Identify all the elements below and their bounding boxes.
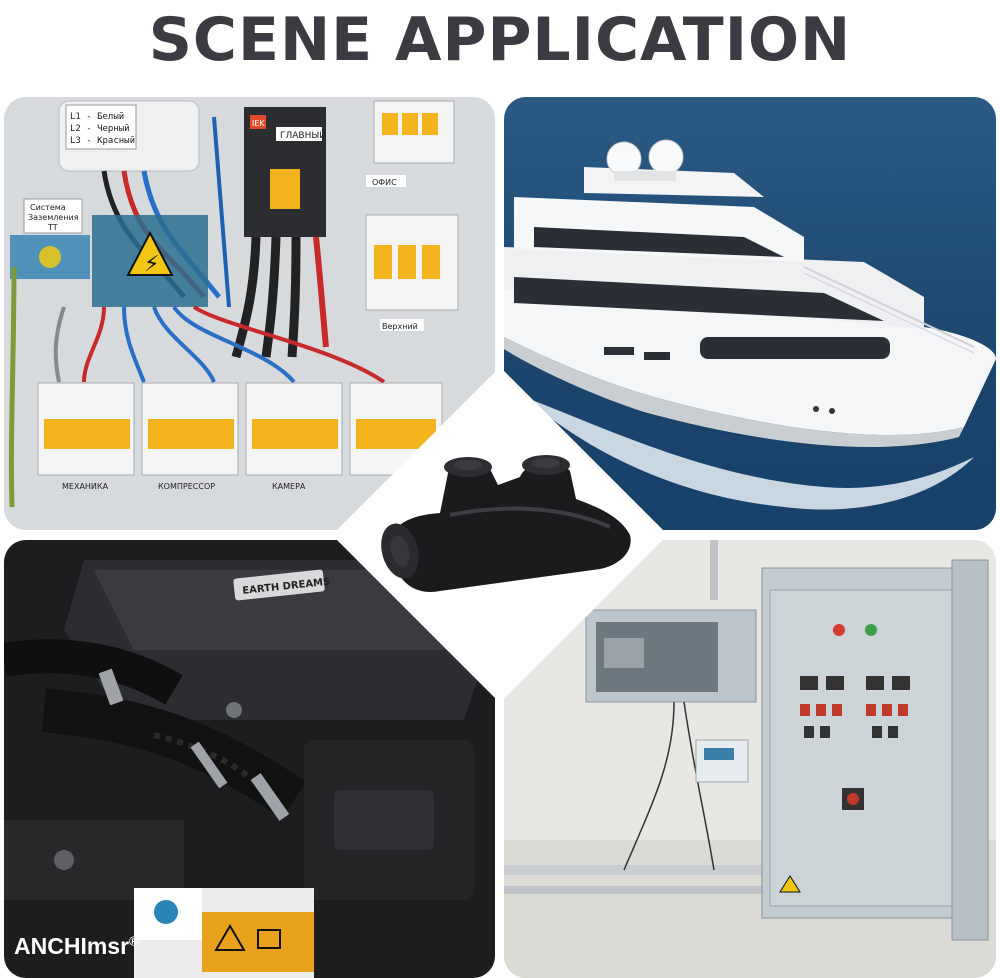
main-label: ГЛАВНЫЙ xyxy=(280,129,326,141)
yacht-photo xyxy=(504,97,996,530)
brand-logo: ANCHImsr® xyxy=(14,933,139,960)
electrical-panel-photo: L1 - Белый L2 - Черный L3 - Красный Сист… xyxy=(4,97,495,530)
connector-product-image xyxy=(330,365,670,705)
main-breaker-brand: IEK xyxy=(252,119,265,128)
row-label-compressor: КОМПРЕССОР xyxy=(158,482,215,491)
upper-label: Верхний xyxy=(382,322,418,331)
row-label-mechanics: МЕХАНИКА xyxy=(62,482,109,491)
brand-name: ANCHImsr xyxy=(14,933,130,959)
row-label-camera: КАМЕРА xyxy=(272,482,306,491)
registered-mark: ® xyxy=(129,933,139,949)
phase-legend-l3: L3 - Красный xyxy=(70,136,135,146)
ground-label-3: TT xyxy=(47,223,58,232)
office-label: ОФИС xyxy=(372,178,397,187)
page-title: SCENE APPLICATION xyxy=(148,5,852,75)
ground-label-2: Заземления xyxy=(28,213,79,222)
control-cabinet-photo xyxy=(504,540,996,978)
phase-legend-l2: L2 - Черный xyxy=(70,124,130,134)
svg-text:⚡: ⚡ xyxy=(144,252,159,277)
phase-legend-l1: L1 - Белый xyxy=(70,112,124,122)
ground-label-1: Система xyxy=(30,203,66,212)
